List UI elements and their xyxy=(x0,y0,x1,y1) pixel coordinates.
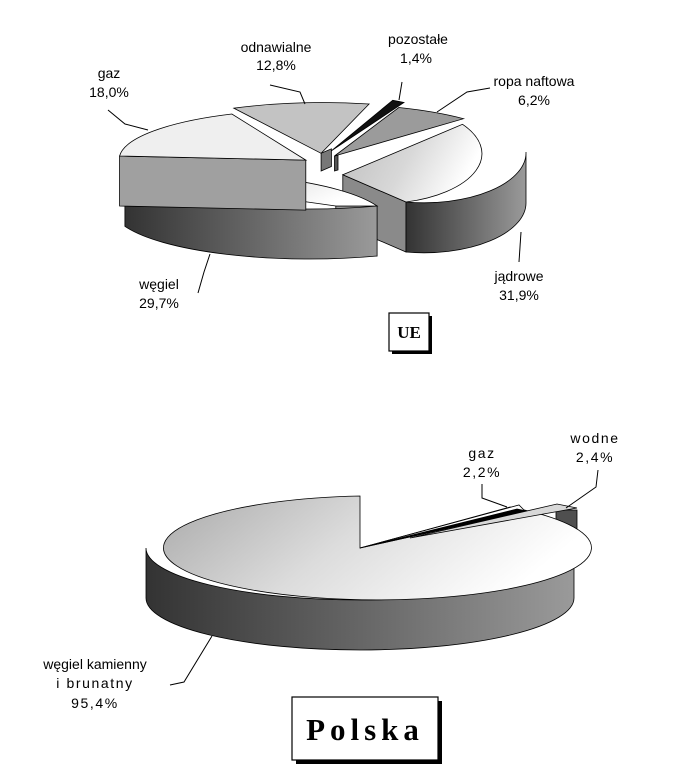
ue-title-box: UE xyxy=(388,312,432,354)
label-pozostale: pozostałe xyxy=(388,31,448,47)
label-gaz-pl: gaz xyxy=(468,445,495,461)
polska-title: Polska xyxy=(306,712,424,747)
label-jadrowe: jądrowe xyxy=(493,268,543,284)
pl-leader-lines xyxy=(169,469,599,686)
label-ropa: ropa naftowa xyxy=(494,73,575,89)
label-wegiel-kamienny-line1: węgiel kamienny xyxy=(42,656,147,672)
slice-pozostale xyxy=(331,99,406,152)
slice-wegiel-kamienny xyxy=(145,495,592,651)
label-wodne: wodne xyxy=(569,430,619,446)
value-gaz-pl: 2,2% xyxy=(463,464,501,480)
pie-ue xyxy=(119,99,527,260)
ue-leader-lines xyxy=(107,81,522,294)
pl-labels: gaz 2,2% wodne 2,4% węgiel kamienny i br… xyxy=(42,430,619,711)
ue-labels: odnawialne 12,8% pozostałe 1,4% ropa naf… xyxy=(89,31,575,311)
label-odnawialne: odnawialne xyxy=(241,39,312,55)
slice-ropa xyxy=(334,107,466,172)
label-wegiel-ue: węgiel xyxy=(138,276,179,292)
value-wegiel-kamienny: 95,4% xyxy=(71,695,119,711)
pie-polska xyxy=(145,495,592,651)
label-gaz-ue: gaz xyxy=(98,65,121,81)
value-gaz-ue: 18,0% xyxy=(89,84,129,100)
value-odnawialne: 12,8% xyxy=(256,57,296,73)
value-pozostale: 1,4% xyxy=(400,50,432,66)
value-jadrowe: 31,9% xyxy=(499,287,539,303)
value-wegiel-ue: 29,7% xyxy=(139,295,179,311)
slice-wodne xyxy=(409,503,578,539)
slice-gaz-pl-edge xyxy=(359,508,528,549)
slice-odnawialne xyxy=(232,102,370,172)
value-ropa: 6,2% xyxy=(518,92,550,108)
value-wodne: 2,4% xyxy=(576,449,614,465)
ue-title: UE xyxy=(397,323,421,342)
polska-title-box: Polska xyxy=(291,696,442,764)
slice-gaz xyxy=(119,113,308,211)
label-wegiel-kamienny-line2: i brunatny xyxy=(56,675,133,691)
